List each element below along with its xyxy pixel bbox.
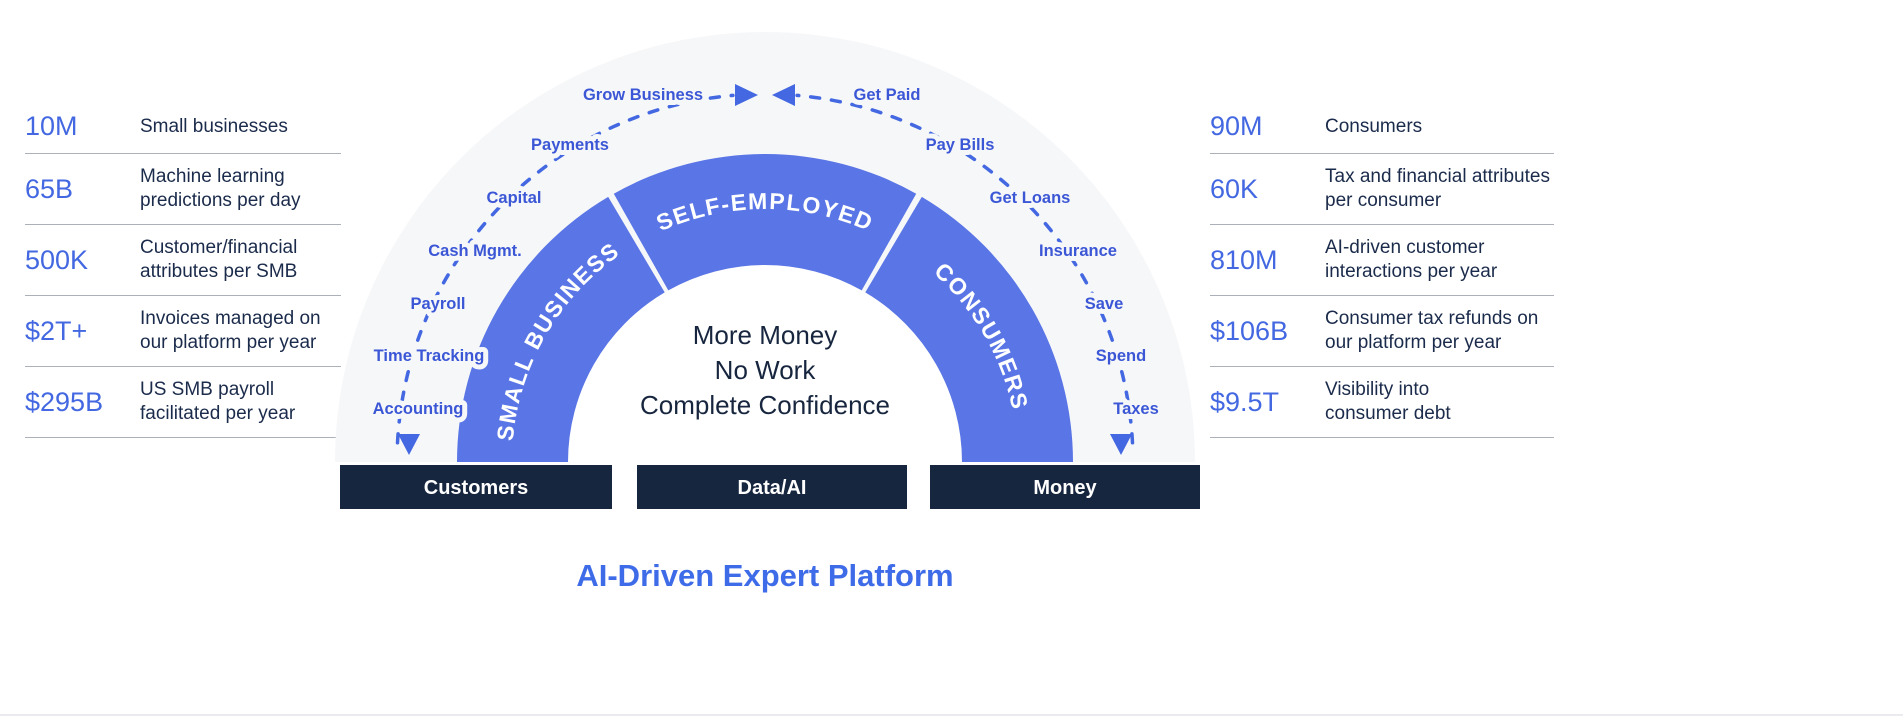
stat-label-line: interactions per year (1325, 261, 1498, 282)
stat-value: $106B (1210, 315, 1289, 346)
stat-value: 500K (25, 244, 89, 275)
arch-diagram: SMALL BUSINESS SELF-EMPLOYED CONSUMERS A… (335, 32, 1200, 509)
left-flow-top-arrow-icon (735, 84, 758, 106)
stat-label: Small businesses (140, 115, 288, 139)
stat-label-line: Visibility into (1325, 379, 1430, 400)
flow-label-insurance: Insurance (1039, 242, 1117, 260)
flow-label-capital: Capital (486, 189, 541, 207)
stat-label-line: AI-driven customer (1325, 237, 1485, 258)
stat-label: US SMB payroll facilitated per year (140, 378, 295, 426)
stat-label-line: US SMB payroll (140, 379, 275, 400)
stat-value: 810M (1210, 244, 1278, 275)
stat-label-line: Small businesses (140, 115, 288, 137)
arch-inner-area (568, 265, 962, 462)
right-flow-arc (795, 93, 1135, 445)
bar-label-customers: Customers (424, 477, 528, 499)
stat-value: 60K (1210, 173, 1259, 204)
stat-row-payroll: $295B US SMB payroll facilitated per yea… (25, 367, 341, 438)
right-stats-table: 90M Consumers 60K Tax and financial attr… (1210, 100, 1554, 438)
stat-row-interactions: 810M AI-driven customer interactions per… (1210, 225, 1554, 296)
stat-value: 90M (1210, 111, 1263, 141)
stat-value: $9.5T (1210, 386, 1280, 417)
flow-label-accounting: Accounting (373, 400, 464, 418)
stat-row-consumers: 90M Consumers (1210, 100, 1554, 154)
stat-row-small-businesses: 10M Small businesses (25, 100, 341, 154)
bar-customers (340, 465, 612, 509)
stat-label: Consumer tax refunds on our platform per… (1325, 307, 1538, 355)
stat-value: $2T+ (25, 315, 88, 346)
stat-label-line: per consumer (1325, 190, 1442, 211)
right-flow-top-arrow-icon (772, 84, 795, 106)
stat-label-line: Customer/financial (140, 237, 298, 258)
flow-label-pay-bills: Pay Bills (926, 136, 995, 154)
segment-small-business (457, 196, 665, 462)
stat-label: Tax and financial attributes per consume… (1325, 165, 1550, 213)
center-message-line-1: More Money (693, 320, 838, 350)
left-flow-bottom-arrow-icon (398, 434, 420, 455)
flow-label-payments: Payments (531, 136, 609, 154)
stat-label-line: our platform per year (140, 332, 317, 353)
bar-data-ai (637, 465, 907, 509)
stat-label-line: Consumer tax refunds on (1325, 308, 1539, 329)
stat-row-consumer-debt: $9.5T Visibility into consumer debt (1210, 367, 1554, 438)
stat-value: 65B (25, 173, 74, 204)
stat-row-ml-predictions: 65B Machine learning predictions per day (25, 154, 341, 225)
flow-label-taxes: Taxes (1113, 400, 1159, 418)
flow-label-time-tracking: Time Tracking (374, 347, 485, 365)
bar-label-data-ai: Data/AI (738, 477, 807, 499)
flow-label-cash-mgmt: Cash Mgmt. (428, 242, 522, 260)
right-flow-bottom-arrow-icon (1110, 434, 1132, 455)
flow-label-save: Save (1085, 295, 1124, 313)
bar-money (930, 465, 1200, 509)
stat-label: Visibility into consumer debt (1325, 378, 1451, 426)
flow-label-spend: Spend (1096, 347, 1146, 365)
stat-label-line: Machine learning (140, 166, 285, 187)
stat-label: Invoices managed on our platform per yea… (140, 307, 321, 355)
stat-value: 10M (25, 111, 78, 141)
stat-label-line: consumer debt (1325, 403, 1451, 424)
center-message-line-2: No Work (715, 355, 817, 385)
stat-label: Customer/financial attributes per SMB (140, 236, 297, 284)
flow-label-get-loans: Get Loans (990, 189, 1071, 207)
stat-label-line: Tax and financial attributes (1325, 166, 1550, 187)
stat-label-line: Consumers (1325, 115, 1423, 137)
bar-label-money: Money (1033, 477, 1097, 499)
page-title: AI-Driven Expert Platform (576, 558, 954, 593)
stat-row-tax-refunds: $106B Consumer tax refunds on our platfo… (1210, 296, 1554, 367)
stat-row-smb-attributes: 500K Customer/financial attributes per S… (25, 225, 341, 296)
stat-row-consumer-attributes: 60K Tax and financial attributes per con… (1210, 154, 1554, 225)
left-stats-table: 10M Small businesses 65B Machine learnin… (25, 100, 341, 438)
stat-label-line: our platform per year (1325, 332, 1502, 353)
stat-row-invoices: $2T+ Invoices managed on our platform pe… (25, 296, 341, 367)
stat-label-line: Invoices managed on (140, 308, 321, 329)
center-message-line-3: Complete Confidence (640, 390, 890, 420)
flow-label-payroll: Payroll (410, 295, 465, 313)
segment-consumers (865, 196, 1073, 462)
stat-label: Machine learning predictions per day (140, 165, 301, 213)
flow-label-grow-business: Grow Business (583, 86, 703, 104)
stat-label: AI-driven customer interactions per year (1325, 236, 1497, 284)
stat-value: $295B (25, 386, 104, 417)
stat-label: Consumers (1325, 115, 1422, 139)
stat-label-line: facilitated per year (140, 403, 296, 424)
stat-label-line: attributes per SMB (140, 261, 298, 282)
segment-self-employed (613, 154, 917, 291)
slide-bottom-edge (0, 714, 1903, 716)
left-flow-arc (395, 93, 735, 445)
flow-label-get-paid: Get Paid (854, 86, 921, 104)
stat-label-line: predictions per day (140, 190, 301, 211)
